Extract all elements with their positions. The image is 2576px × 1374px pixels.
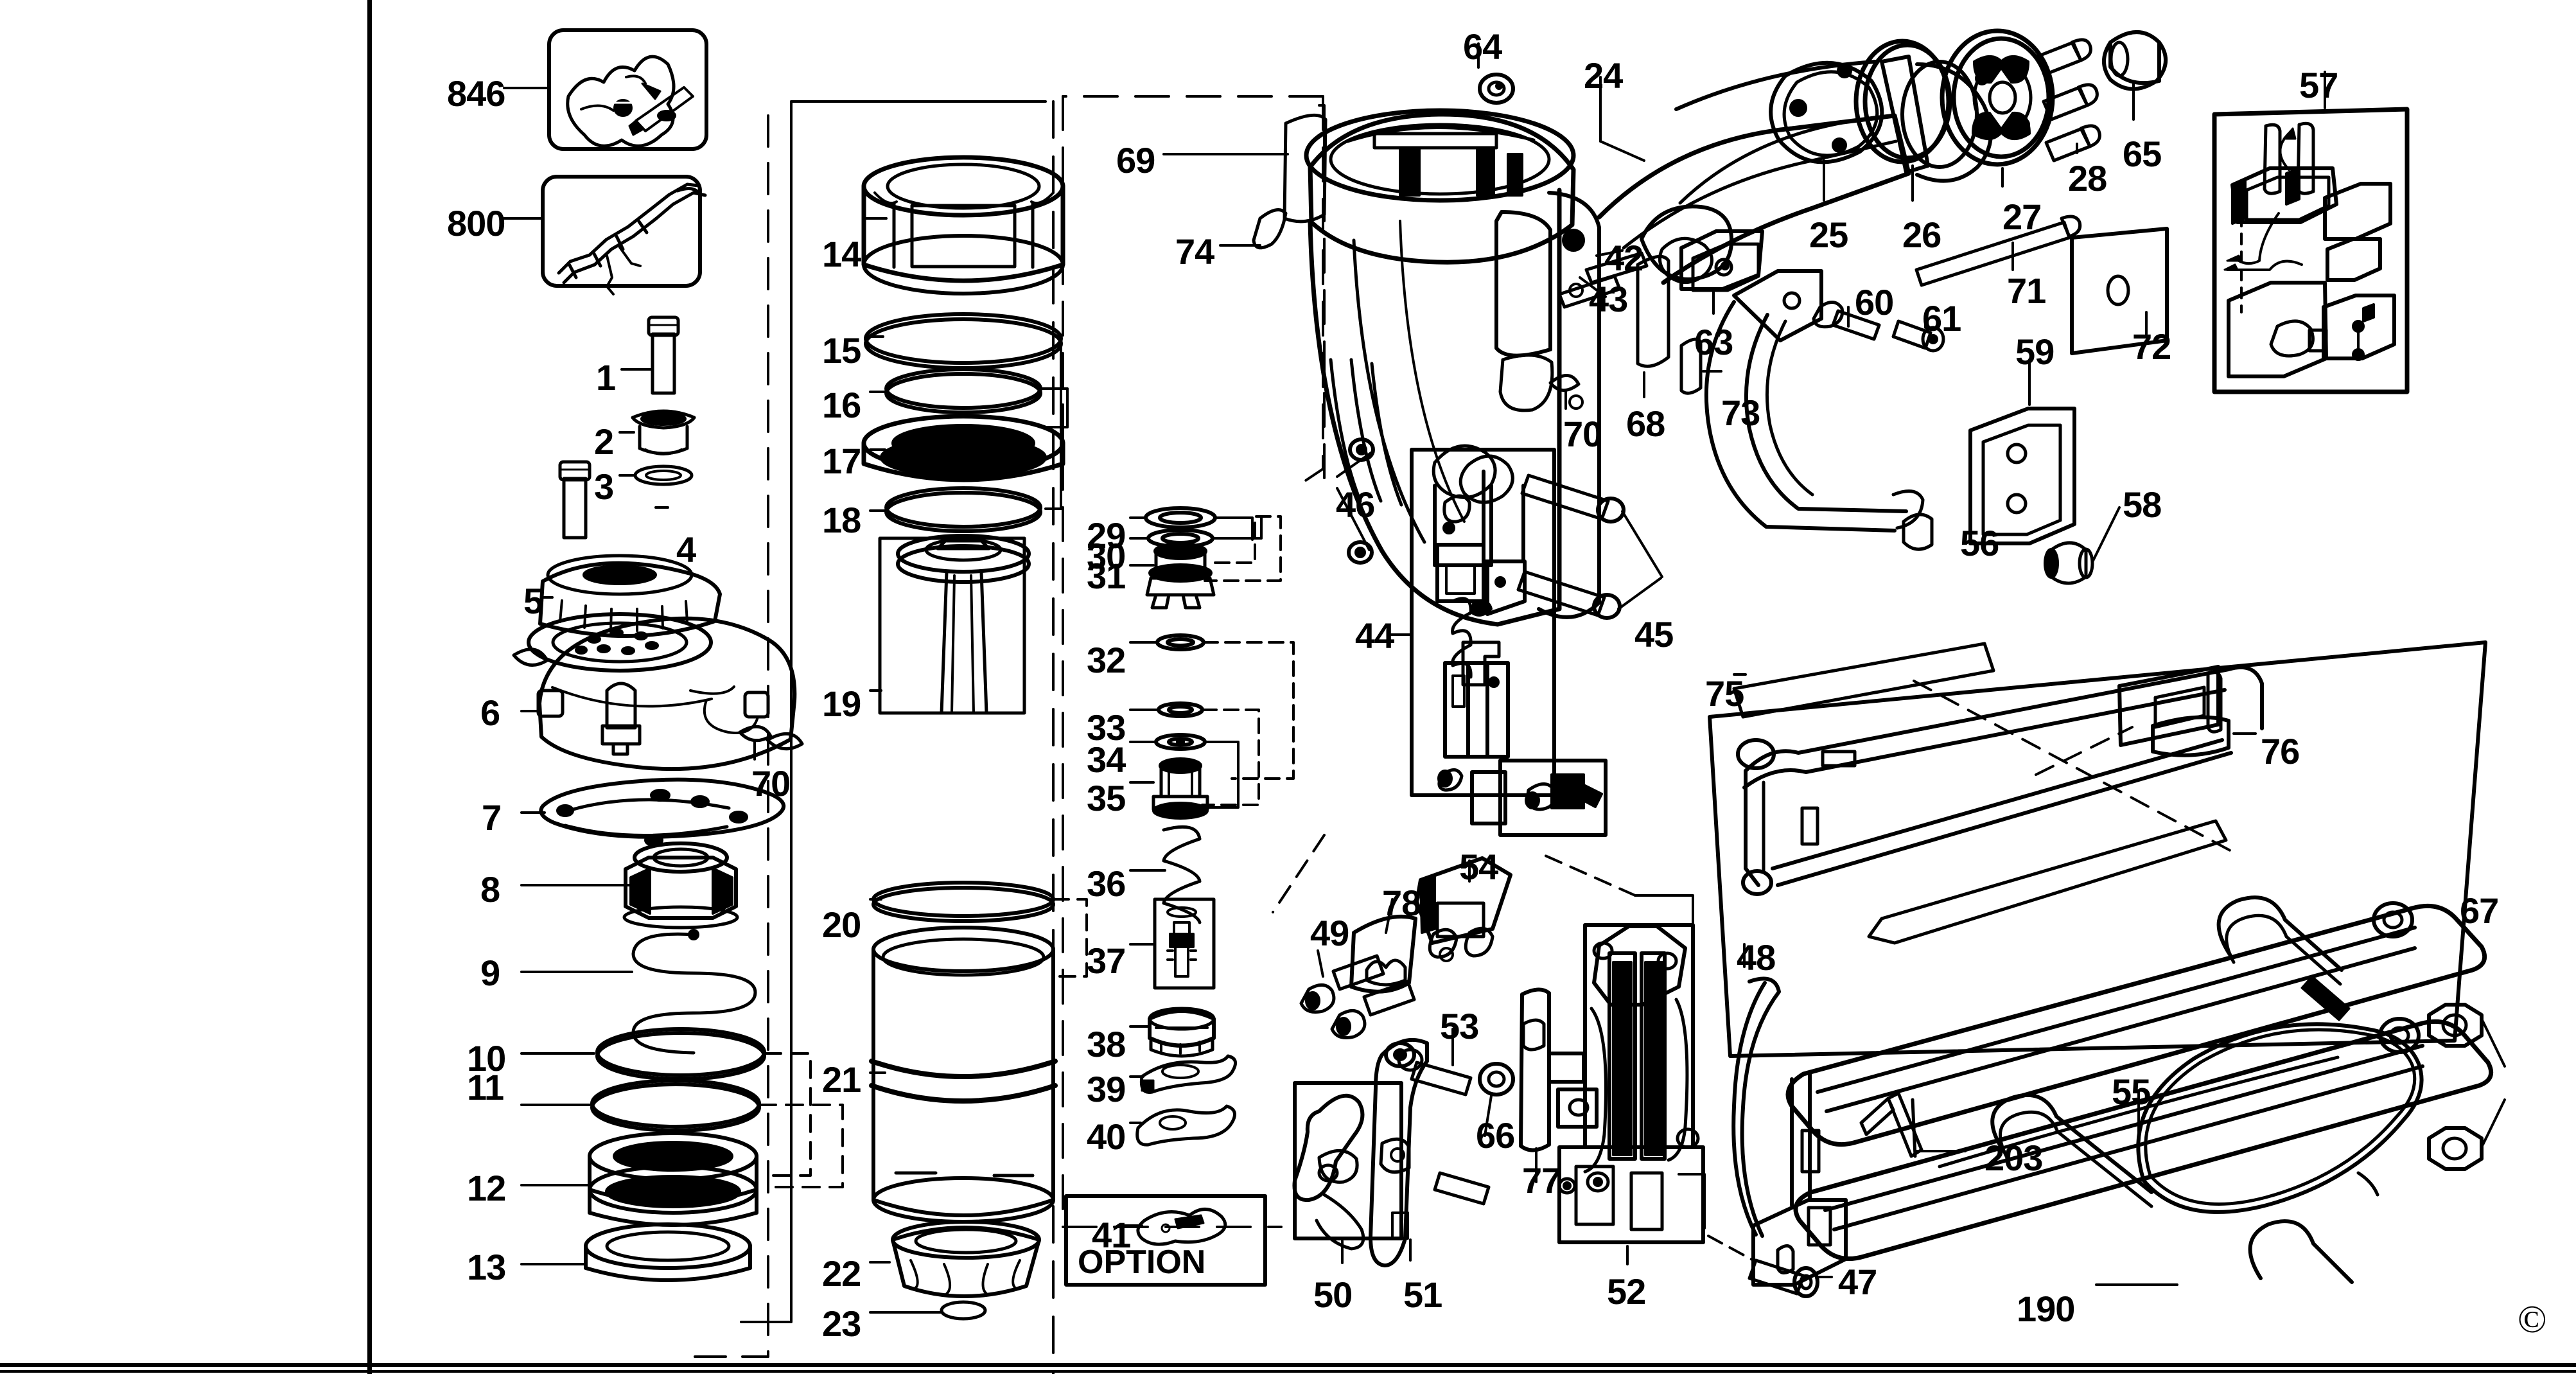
callout-11: 11 [467,1067,504,1107]
callout-43: 43 [1589,279,1628,319]
callout-30: 30 [1087,536,1126,576]
callout-2: 2 [594,421,614,462]
callout-14: 14 [822,234,861,274]
callout-55: 55 [2112,1071,2151,1112]
callout-19: 19 [822,683,861,724]
callout-34: 34 [1087,739,1126,780]
callout-57: 57 [2299,65,2338,105]
callout-18: 18 [822,500,861,540]
callout-36: 36 [1087,863,1126,904]
callout-203: 203 [1985,1138,2043,1178]
callout-16: 16 [822,385,861,425]
callout-75: 75 [1705,673,1744,714]
callout-42: 42 [1604,238,1643,278]
callout-21: 21 [822,1059,861,1100]
callout-50: 50 [1313,1274,1353,1315]
callout-68: 68 [1626,403,1665,444]
callout-26: 26 [1902,215,1941,255]
callout-24: 24 [1584,55,1623,96]
sheet-border-left [367,0,372,1374]
callout-27: 27 [2002,197,2042,237]
callout-67: 67 [2460,890,2499,931]
callout-31: 31 [1087,556,1126,596]
callout-38: 38 [1087,1024,1126,1064]
callout-800: 800 [447,203,505,243]
copyright-mark: © [2518,1298,2547,1341]
callout-3: 3 [594,466,614,507]
callout-64: 64 [1463,26,1502,67]
callout-20: 20 [822,904,861,945]
option-caption: OPTION [1078,1244,1206,1281]
callout-48: 48 [1737,937,1776,978]
callout-25: 25 [1809,215,1848,255]
callout-10: 10 [467,1038,506,1079]
callout-78: 78 [1382,883,1421,923]
callout-17: 17 [822,441,861,481]
callout-12: 12 [467,1168,506,1208]
callout-15: 15 [822,330,861,371]
callout-56: 56 [1960,523,1999,563]
sheet-border-bottom-secondary [0,1370,2576,1373]
callout-32: 32 [1087,640,1126,680]
callout-6: 6 [480,692,500,733]
callout-35: 35 [1087,778,1126,818]
callout-39: 39 [1087,1069,1126,1109]
callout-77: 77 [1522,1160,1561,1201]
callout-65: 65 [2123,134,2162,174]
callout-63: 63 [1694,322,1733,362]
callout-40: 40 [1087,1116,1126,1157]
callout-69: 69 [1116,140,1155,181]
callout-66: 66 [1476,1115,1515,1156]
callout-58: 58 [2123,484,2162,525]
callout-4: 4 [676,529,696,570]
callout-60: 60 [1855,282,1894,322]
callout-29: 29 [1087,515,1126,556]
callout-51: 51 [1403,1274,1442,1315]
callout-7: 7 [482,797,502,838]
callout-37: 37 [1087,940,1126,981]
callout-53: 53 [1440,1006,1479,1046]
callout-52: 52 [1607,1271,1646,1312]
callout-22: 22 [822,1253,861,1294]
callout-76: 76 [2261,731,2300,771]
callout-59: 59 [2015,331,2055,372]
callout-9: 9 [480,953,500,993]
callout-13: 13 [467,1247,506,1287]
callout-61: 61 [1922,298,1961,339]
callout-73: 73 [1721,392,1760,433]
callout-28: 28 [2068,158,2107,198]
callout-1: 1 [596,357,616,398]
callout-72: 72 [2132,326,2171,367]
callout-74: 74 [1175,231,1214,272]
callout-45: 45 [1634,614,1674,655]
callout-46: 46 [1336,484,1375,525]
callout-41: 41 [1092,1215,1131,1255]
callout-70: 70 [1563,414,1602,454]
callout-5: 5 [523,581,543,621]
callout-47: 47 [1838,1262,1877,1302]
callout-44: 44 [1355,615,1394,656]
callout-8: 8 [480,869,500,910]
callout-54: 54 [1459,847,1498,887]
callout-190: 190 [2017,1289,2075,1329]
callout-33: 33 [1087,707,1126,748]
sheet-border-bottom [0,1363,2576,1367]
callout-846: 846 [447,73,505,114]
callout-70: 70 [751,763,791,804]
callout-71: 71 [2007,270,2046,311]
callout-23: 23 [822,1303,861,1344]
callout-49: 49 [1310,913,1349,953]
